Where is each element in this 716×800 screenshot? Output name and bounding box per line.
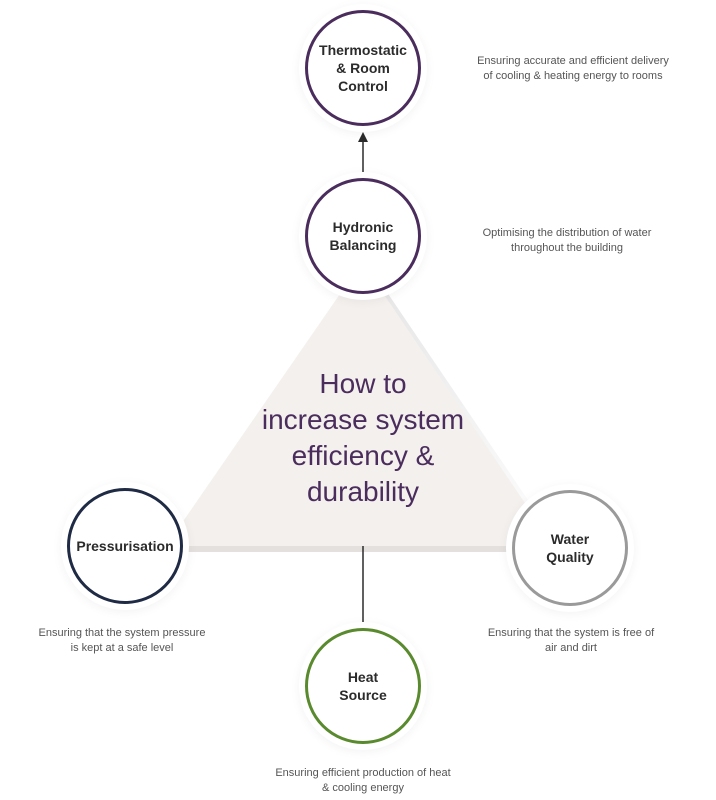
node-hydronic-balancing: Hydronic Balancing	[305, 178, 421, 294]
node-thermostatic-room-control: Thermostatic & Room Control	[305, 10, 421, 126]
desc-heat-source: Ensuring efficient production of heat & …	[275, 767, 451, 794]
node-water-quality: Water Quality	[512, 490, 628, 606]
diagram-title: How to increase system efficiency & dura…	[261, 368, 465, 507]
triangle-base-shadow	[160, 546, 560, 552]
desc-hydronic: Optimising the distribution of water thr…	[482, 227, 652, 254]
node-pressurisation: Pressurisation	[67, 488, 183, 604]
node-label: Heat Source	[339, 669, 387, 703]
node-heat-source: Heat Source	[305, 628, 421, 744]
arrowhead-up	[358, 132, 368, 142]
node-label: Pressurisation	[76, 538, 174, 554]
desc-thermostatic: Ensuring accurate and efficient delivery…	[477, 55, 669, 82]
node-label: Water Quality	[546, 531, 594, 565]
desc-pressurisation: Ensuring that the system pressure is kep…	[38, 627, 206, 654]
node-label: Hydronic Balancing	[329, 219, 397, 253]
node-label: Thermostatic & Room Control	[319, 42, 407, 94]
desc-water-quality: Ensuring that the system is free of air …	[487, 627, 655, 654]
center-triangle	[166, 262, 554, 546]
